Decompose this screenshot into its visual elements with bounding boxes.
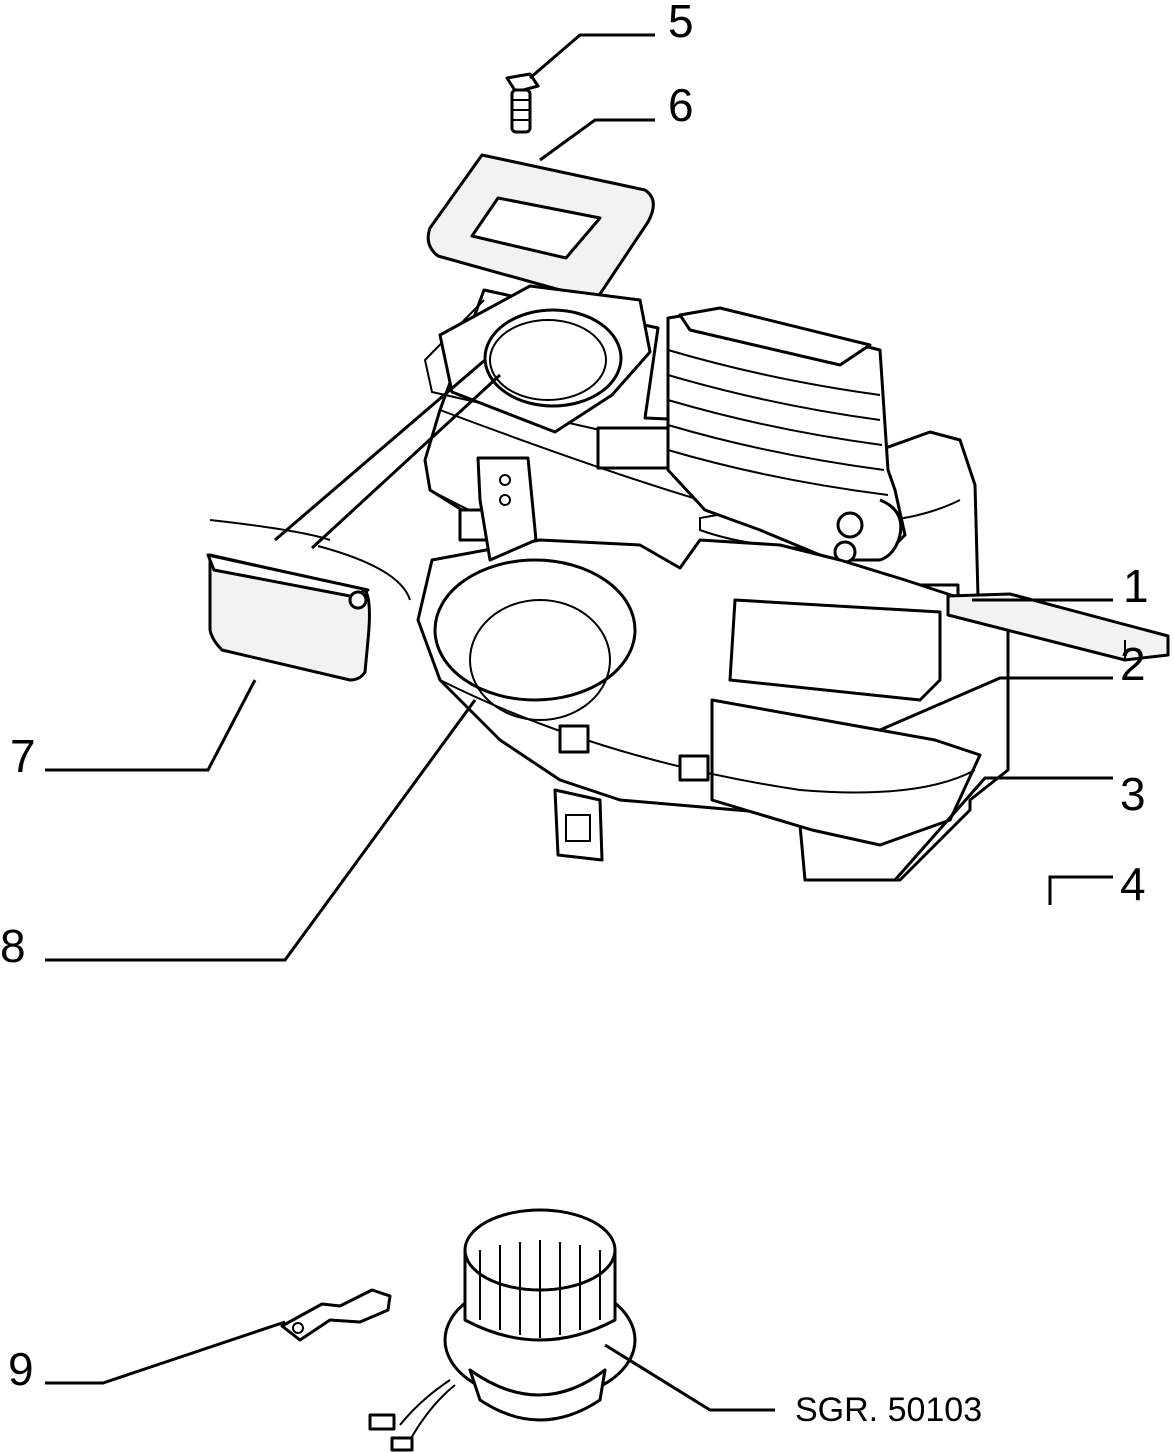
part-gasket (426, 153, 655, 302)
leader-ref (604, 1343, 775, 1412)
part-filter-strip (946, 592, 1170, 662)
leader-8b (274, 358, 486, 542)
callout-1: 1 (1123, 560, 1149, 612)
leader-7 (45, 679, 257, 772)
leader-3 (893, 776, 1113, 881)
callout-4: 4 (1120, 858, 1146, 910)
leader-5 (529, 33, 655, 80)
part-resistor (280, 1288, 392, 1342)
callout-8: 8 (0, 920, 26, 972)
callout-6: 6 (668, 79, 694, 131)
part-fan-shroud (438, 284, 652, 434)
leader-lines (45, 33, 1113, 1412)
callout-5: 5 (668, 0, 694, 47)
part-lower-housing (416, 456, 1010, 882)
leader-2 (879, 676, 1113, 732)
reference-code: SGR. 50103 (795, 1391, 982, 1429)
leader-6 (539, 118, 655, 162)
leader-4 (1048, 875, 1113, 905)
callout-7: 7 (10, 730, 36, 782)
part-filter-cover (206, 519, 411, 682)
leader-9 (45, 1320, 286, 1385)
part-screw (505, 72, 540, 134)
callout-3: 3 (1120, 768, 1146, 820)
callout-9: 9 (8, 1343, 34, 1395)
leader-8 (45, 699, 477, 962)
part-heater-core (666, 306, 907, 564)
callout-2: 2 (1120, 638, 1146, 690)
part-blower-motor (368, 1208, 637, 1452)
leader-8c (310, 373, 502, 550)
